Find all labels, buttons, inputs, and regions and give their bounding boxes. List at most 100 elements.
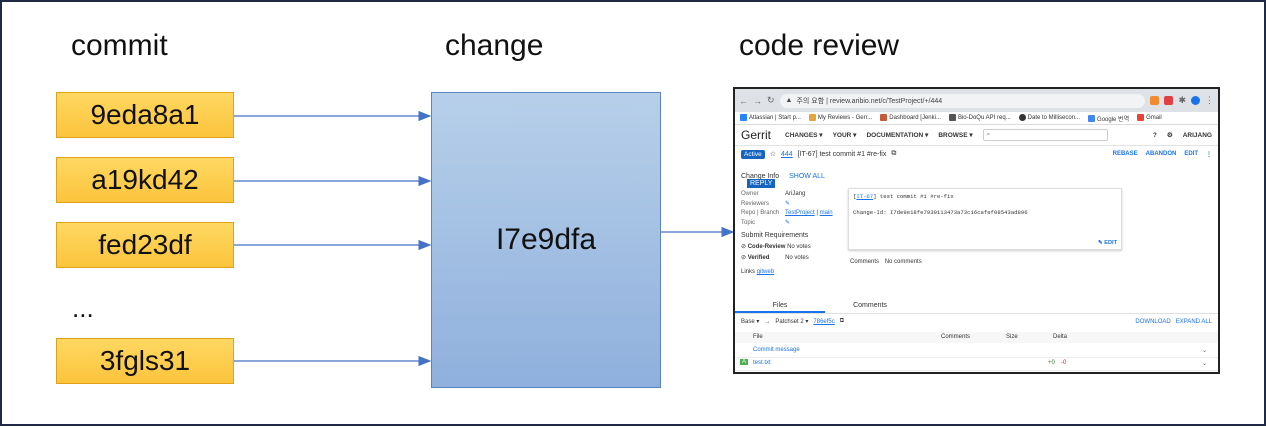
chevron-down-icon[interactable]: ⌄ [1202, 348, 1208, 354]
tab-files[interactable]: Files [735, 298, 825, 313]
table-row[interactable]: Commit message ⌄ [735, 345, 1218, 358]
puzzle-icon[interactable]: ✱ [1178, 95, 1186, 105]
submit-requirements-title: Submit Requirements [741, 232, 809, 239]
patchset-selector[interactable]: Patchset 2 ▾ [775, 319, 809, 325]
extension-icon[interactable] [1150, 96, 1160, 105]
abandon-button[interactable]: ABANDON [1145, 150, 1177, 157]
branch-link[interactable]: main [819, 210, 833, 216]
tab-comments[interactable]: Comments [853, 302, 887, 309]
commit-box: 3fgls31 [56, 338, 234, 384]
added-badge: A [740, 359, 749, 365]
repo-label: Repo | Branch [741, 210, 780, 216]
blocked-icon: ⊘ [741, 244, 747, 250]
bookmarks-bar: Atlassian | Start p... My Reviews - Gerr… [735, 112, 1218, 125]
copy-icon[interactable]: ⧉ [839, 318, 845, 324]
comments-value: No comments [884, 259, 922, 265]
change-box: I7e9dfa [431, 92, 661, 388]
menu-documentation[interactable]: DOCUMENTATION ▾ [866, 132, 929, 139]
rebase-button[interactable]: REBASE [1112, 150, 1138, 157]
gerrit-header: Gerrit CHANGES ▾ YOUR ▾ DOCUMENTATION ▾ … [735, 125, 1218, 146]
code-review-label: Code-Review [747, 244, 786, 250]
kebab-menu-icon[interactable]: ⋮ [1205, 95, 1214, 105]
overflow-menu-icon[interactable]: ⋮ [1206, 151, 1212, 158]
file-link[interactable]: test.txt [753, 360, 771, 366]
back-icon[interactable]: ← [739, 95, 748, 106]
patchset-hash[interactable]: 786ef5c [813, 318, 835, 325]
bookmark-item[interactable]: Gmail [1137, 114, 1162, 122]
expand-all-button[interactable]: EXPAND ALL [1175, 318, 1212, 325]
forward-icon[interactable]: → [753, 95, 762, 106]
col-comments: Comments [941, 334, 971, 340]
issue-link[interactable]: IT-67 [856, 193, 874, 200]
bookmark-item[interactable]: Google 번역 [1088, 114, 1129, 123]
edit-button[interactable]: EDIT [1184, 150, 1198, 157]
menu-changes[interactable]: CHANGES ▾ [785, 132, 823, 139]
address-bar[interactable]: ▲ 주의 요함 | review.aribio.net/c/TestProjec… [779, 93, 1146, 108]
repo-link[interactable]: TestProject [785, 210, 815, 216]
user-name[interactable]: ARIJANG [1182, 131, 1212, 139]
help-icon[interactable]: ? [1152, 131, 1157, 139]
delta-minus: -0 [1061, 360, 1067, 366]
owner-value[interactable]: AriJang [785, 191, 806, 197]
extension-icon[interactable] [1164, 96, 1174, 105]
table-row[interactable]: A test.txt +0 -0 ⌄ [735, 358, 1218, 371]
menu-your[interactable]: YOUR ▾ [832, 132, 857, 139]
owner-label: Owner [741, 191, 759, 197]
browser-toolbar: ← → ↻ ▲ 주의 요함 | review.aribio.net/c/Test… [735, 89, 1218, 112]
bookmark-item[interactable]: Dashboard [Jenki... [880, 114, 941, 122]
file-table-header: File Comments Size Delta [735, 332, 1218, 343]
links-label: Links [741, 269, 756, 275]
commit-message-box: [IT-67] test commit #1 #re-fix Change-Id… [848, 188, 1122, 250]
verified-label: Verified [747, 255, 770, 261]
chevron-down-icon[interactable]: ⌄ [1202, 361, 1208, 367]
change-subject: [IT-67] test commit #1 #re-fix [797, 150, 887, 158]
base-selector[interactable]: Base ▾ [741, 319, 760, 325]
change-title-row: Active ☆ 444 [IT-67] test commit #1 #re-… [735, 146, 1218, 162]
copy-icon[interactable]: ⧉ [891, 150, 897, 157]
reply-button[interactable]: REPLY [747, 179, 776, 188]
url-text: 주의 요함 | review.aribio.net/c/TestProject/… [796, 97, 943, 105]
settings-gear-icon[interactable]: ⚙ [1166, 132, 1173, 139]
gitweb-link[interactable]: gitweb [756, 269, 775, 275]
code-review-votes: No votes [787, 244, 811, 250]
blocked-icon: ⊘ [741, 255, 747, 261]
change-number-link[interactable]: 444 [780, 150, 793, 158]
patchset-row: Base ▾ → Patchset 2 ▾ 786ef5c ⧉ DOWNLOAD… [741, 318, 1212, 325]
commit-box: a19kd42 [56, 157, 234, 203]
verified-votes: No votes [785, 255, 809, 261]
menu-browse[interactable]: BROWSE ▾ [938, 132, 973, 139]
download-button[interactable]: DOWNLOAD [1135, 318, 1171, 325]
change-info-title: Change Info [741, 173, 780, 180]
warning-icon: ▲ [785, 97, 793, 104]
files-tabs: Files Comments [735, 298, 1218, 314]
search-input[interactable]: ⌕ [982, 129, 1108, 141]
comments-summary: Comments No comments [850, 259, 922, 265]
commit-message-file[interactable]: Commit message [753, 347, 800, 353]
star-icon[interactable]: ☆ [769, 151, 776, 158]
arrow-right-icon: → [764, 318, 771, 325]
change-id-line: Change-Id: I7de9e18fe7939113473a73c16caf… [853, 209, 1028, 216]
commit-heading: commit [71, 29, 168, 62]
reload-icon[interactable]: ↻ [767, 95, 775, 105]
change-heading: change [445, 29, 544, 62]
bookmark-item[interactable]: Bio-DoQu API req... [948, 114, 1011, 122]
reviewers-label: Reviewers [741, 201, 770, 207]
commit-box: 9eda8a1 [56, 92, 234, 138]
col-delta: Delta [1053, 334, 1068, 340]
comments-label: Comments [850, 259, 880, 265]
bookmark-item[interactable]: Atlassian | Start p... [740, 114, 801, 122]
gerrit-screenshot: ← → ↻ ▲ 주의 요함 | review.aribio.net/c/Test… [733, 87, 1220, 374]
gerrit-logo[interactable]: Gerrit [741, 128, 771, 142]
edit-pencil-icon[interactable]: ✎ [785, 201, 791, 207]
message-edit-button[interactable]: ✎ EDIT [1098, 240, 1117, 246]
bookmark-item[interactable]: Date to Millisecon... [1018, 114, 1080, 122]
change-id-label: I7e9dfa [495, 223, 597, 256]
profile-avatar[interactable] [1191, 96, 1200, 105]
commit-ellipsis: ... [72, 293, 94, 323]
show-all-button[interactable]: SHOW ALL [789, 173, 825, 180]
edit-pencil-icon[interactable]: ✎ [785, 220, 791, 226]
bookmark-item[interactable]: My Reviews - Gerr... [808, 114, 872, 122]
